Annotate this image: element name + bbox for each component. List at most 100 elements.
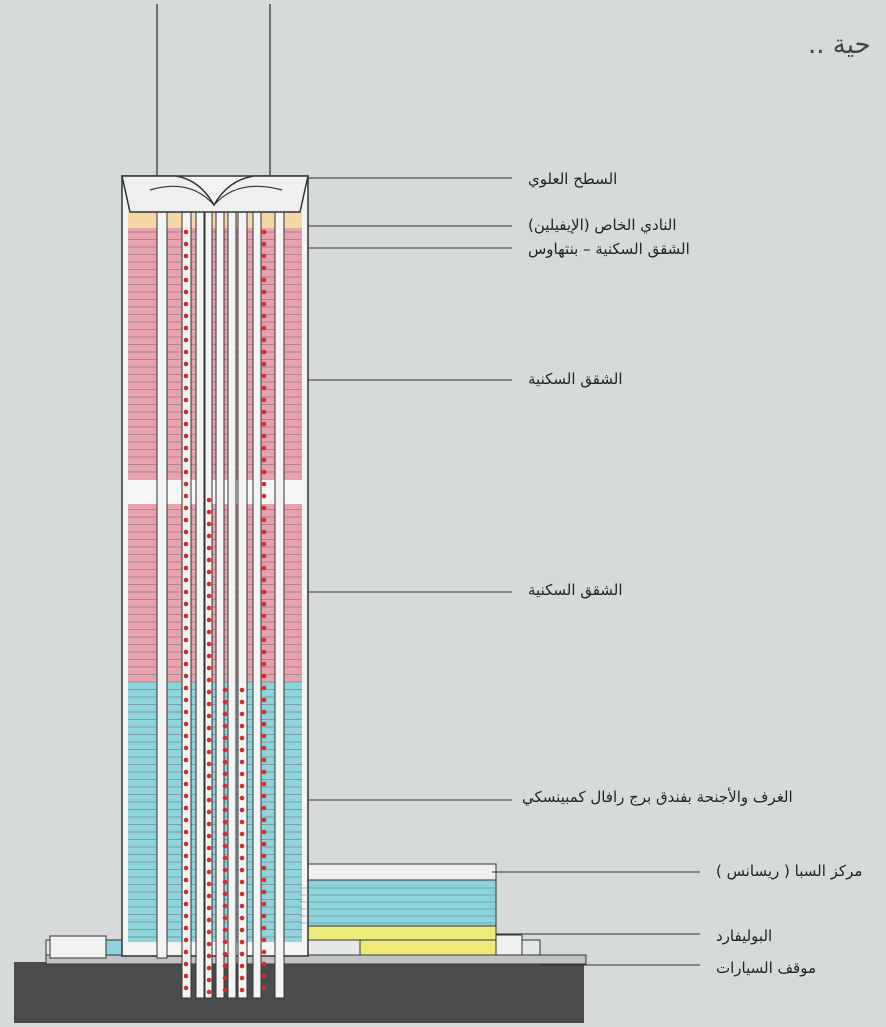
elevator-dot bbox=[183, 433, 189, 439]
elevator-dot bbox=[183, 661, 189, 667]
elevator-dot bbox=[261, 901, 267, 907]
elevator-dot bbox=[239, 939, 245, 945]
elevator-dot bbox=[183, 829, 189, 835]
elevator-dot bbox=[183, 961, 189, 967]
label-residences-upper: الشقق السكنية bbox=[528, 370, 623, 388]
elevator-dot bbox=[222, 723, 228, 729]
elevator-dot bbox=[261, 973, 267, 979]
elevator-dot bbox=[183, 277, 189, 283]
elevator-dot bbox=[261, 709, 267, 715]
elevator-dot bbox=[206, 857, 212, 863]
elevator-dot bbox=[183, 301, 189, 307]
elevator-dot bbox=[222, 951, 228, 957]
corner-title: حية .. bbox=[808, 30, 871, 60]
elevator-dot bbox=[261, 841, 267, 847]
elevator-dot bbox=[183, 625, 189, 631]
elevator-dot bbox=[261, 685, 267, 691]
elevator-dot bbox=[183, 313, 189, 319]
elevator-dot bbox=[183, 865, 189, 871]
elevator-dot bbox=[183, 877, 189, 883]
elevator-dot bbox=[183, 553, 189, 559]
label-hotel: الغرف والأجنحة بفندق برج رافال كمبينسكي bbox=[522, 788, 793, 806]
elevator-dot bbox=[261, 757, 267, 763]
elevator-dot bbox=[206, 953, 212, 959]
elevator-dot bbox=[206, 593, 212, 599]
elevator-dot bbox=[261, 925, 267, 931]
elevator-dot bbox=[206, 797, 212, 803]
elevator-dot bbox=[261, 985, 267, 991]
elevator-dot bbox=[222, 975, 228, 981]
elevator-dot bbox=[183, 901, 189, 907]
elevator-dot bbox=[261, 313, 267, 319]
elevator-dot bbox=[222, 879, 228, 885]
elevator-dot bbox=[206, 641, 212, 647]
elevator-dot bbox=[261, 817, 267, 823]
elevator-dot bbox=[239, 759, 245, 765]
elevator-dot bbox=[206, 653, 212, 659]
elevator-dot bbox=[183, 229, 189, 235]
elevator-dot bbox=[239, 831, 245, 837]
elevator-dot bbox=[261, 265, 267, 271]
elevator-dot bbox=[239, 843, 245, 849]
elevator-dot bbox=[183, 385, 189, 391]
elevator-dot bbox=[239, 699, 245, 705]
elevator-dot bbox=[261, 301, 267, 307]
elevator-dot bbox=[183, 349, 189, 355]
elevator-dot bbox=[206, 989, 212, 995]
label-residences-lower: الشقق السكنية bbox=[528, 581, 623, 599]
core-shaft bbox=[274, 199, 285, 999]
elevator-dot bbox=[261, 493, 267, 499]
elevator-dot bbox=[183, 265, 189, 271]
core-shaft bbox=[215, 204, 225, 999]
elevator-dot bbox=[206, 581, 212, 587]
elevator-dot bbox=[206, 749, 212, 755]
elevator-dot bbox=[222, 903, 228, 909]
elevator-dot bbox=[183, 409, 189, 415]
elevator-dot bbox=[261, 601, 267, 607]
elevator-dot bbox=[222, 711, 228, 717]
elevator-dot bbox=[183, 913, 189, 919]
elevator-dot bbox=[261, 697, 267, 703]
elevator-dot bbox=[222, 783, 228, 789]
elevator-dot bbox=[206, 737, 212, 743]
elevator-dot bbox=[239, 963, 245, 969]
elevator-dot bbox=[261, 613, 267, 619]
elevator-dot bbox=[183, 481, 189, 487]
elevator-dot bbox=[206, 509, 212, 515]
elevator-dot bbox=[206, 701, 212, 707]
elevator-dot bbox=[222, 963, 228, 969]
elevator-dot bbox=[261, 769, 267, 775]
leader-lines bbox=[308, 177, 700, 966]
label-parking: موقف السيارات bbox=[716, 959, 816, 977]
elevator-dot bbox=[261, 541, 267, 547]
elevator-dot bbox=[206, 785, 212, 791]
elevator-dot bbox=[261, 721, 267, 727]
elevator-dot bbox=[261, 637, 267, 643]
elevator-dot bbox=[261, 325, 267, 331]
crown-and-spires bbox=[121, 4, 309, 213]
elevator-dot bbox=[183, 505, 189, 511]
elevator-dot bbox=[222, 855, 228, 861]
elevator-dot bbox=[261, 229, 267, 235]
elevator-dot bbox=[261, 289, 267, 295]
elevator-dot bbox=[206, 941, 212, 947]
elevator-dot bbox=[261, 889, 267, 895]
elevator-dot bbox=[183, 541, 189, 547]
elevator-dot bbox=[206, 905, 212, 911]
annex-entrance bbox=[495, 934, 523, 956]
crown-arch bbox=[149, 185, 283, 206]
elevator-dot bbox=[261, 565, 267, 571]
elevator-dot bbox=[261, 241, 267, 247]
elevator-dot bbox=[206, 761, 212, 767]
elevator-dot bbox=[261, 481, 267, 487]
elevator-dot bbox=[183, 985, 189, 991]
elevator-dot bbox=[222, 915, 228, 921]
elevator-dot bbox=[183, 601, 189, 607]
elevator-dot bbox=[183, 937, 189, 943]
elevator-dot bbox=[183, 805, 189, 811]
elevator-dot bbox=[206, 821, 212, 827]
elevator-dot bbox=[261, 349, 267, 355]
elevator-dot bbox=[222, 687, 228, 693]
elevator-dot bbox=[183, 361, 189, 367]
label-roof: السطح العلوي bbox=[528, 170, 618, 188]
